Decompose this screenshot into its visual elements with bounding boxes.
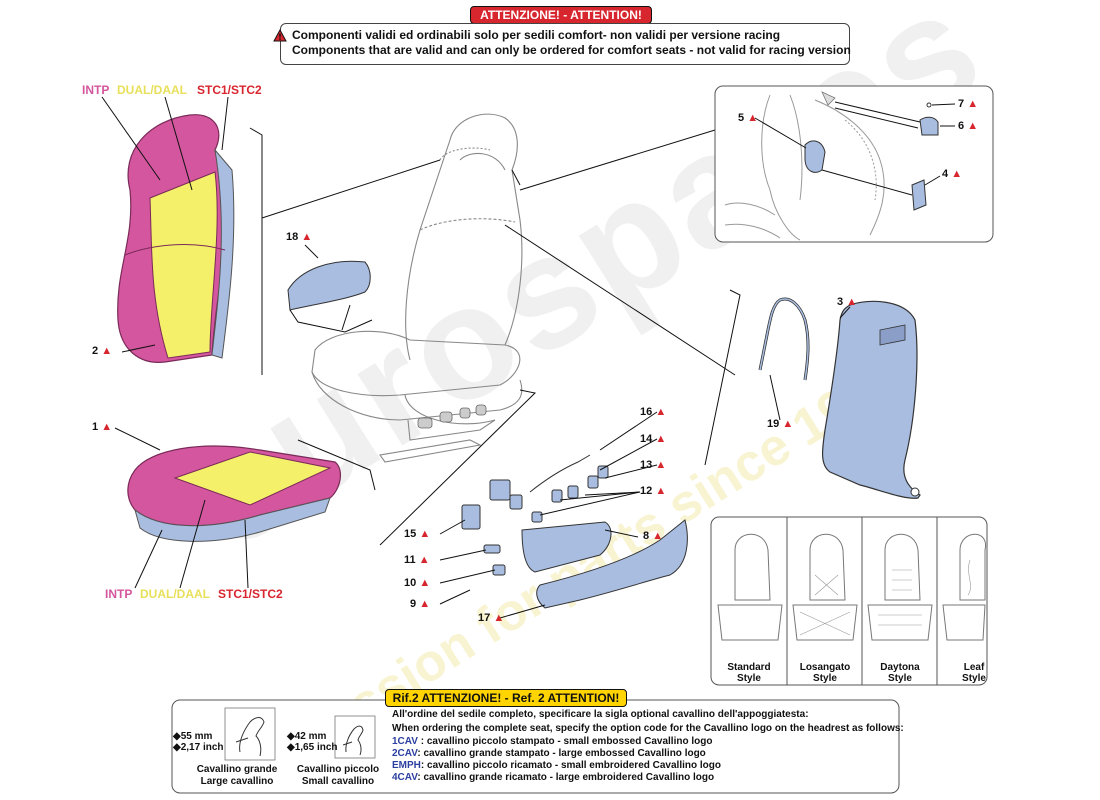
- seat-controls: [417, 404, 487, 429]
- callout-14: 14 ▲: [640, 433, 667, 445]
- ref2-code-3: EMPH: cavallino piccolo ricamato - small…: [392, 760, 721, 771]
- styles-box: [710, 516, 988, 686]
- small-dim-mm: ◆42 mm: [287, 731, 327, 742]
- legend-intp-backrest: INTP: [82, 83, 110, 97]
- attention-title: ATTENZIONE! - ATTENTION!: [470, 6, 652, 24]
- cushion-cover: [127, 445, 342, 542]
- large-dim-in: ◆2,17 inch: [173, 742, 224, 753]
- backrest-shell: [822, 300, 921, 499]
- legend-dual-cushion: DUAL/DAAL: [140, 587, 210, 601]
- detail-box: [714, 85, 994, 243]
- legend-intp-cushion: INTP: [105, 587, 133, 601]
- callout-3: 3 ▲: [837, 296, 858, 308]
- callout-4: 4 ▲: [942, 168, 963, 180]
- attention-text-en: Components that are valid and can only b…: [292, 43, 851, 57]
- callout-11: 11 ▲: [404, 554, 430, 566]
- callout-10: 10 ▲: [404, 577, 431, 589]
- callout-6: 6 ▲: [958, 120, 979, 132]
- callout-17: 17 ▲: [478, 612, 505, 624]
- ref2-title: Rif.2 ATTENZIONE! - Ref. 2 ATTENTION!: [385, 689, 627, 707]
- callout-15: 15 ▲: [404, 528, 431, 540]
- backrest-cover: [117, 114, 235, 363]
- switch-parts: [461, 454, 688, 609]
- callout-13: 13 ▲: [640, 459, 667, 471]
- attention-text-it: Componenti validi ed ordinabili solo per…: [292, 28, 781, 42]
- ref2-code-1: 1CAV : cavallino piccolo stampato - smal…: [392, 736, 713, 747]
- ref2-code-2: 2CAV: cavallino grande stampato - large …: [392, 748, 706, 759]
- seat-outline: [311, 113, 523, 463]
- cavallino-logo-large: [235, 717, 265, 757]
- headrest-pad: [287, 260, 371, 311]
- ref2-intro-it: All'ordine del sedile completo, specific…: [392, 709, 809, 720]
- ref2-intro-en: When ordering the complete seat, specify…: [392, 723, 904, 734]
- legend-dual-backrest: DUAL/DAAL: [117, 83, 187, 97]
- legend-stc-cushion: STC1/STC2: [218, 587, 283, 601]
- callout-9: 9 ▲: [410, 598, 431, 610]
- legend-stc-backrest: STC1/STC2: [197, 83, 262, 97]
- attention-notice: [280, 23, 850, 65]
- callout-12: 12 ▲: [640, 485, 667, 497]
- callout-7: 7 ▲: [958, 98, 979, 110]
- callout-2: 2 ▲: [92, 345, 113, 357]
- callout-19: 19 ▲: [767, 418, 794, 430]
- callout-16: 16 ▲: [640, 406, 667, 418]
- callout-8: 8 ▲: [643, 530, 664, 542]
- callout-18: 18 ▲: [286, 231, 313, 243]
- callout-5: 5 ▲: [738, 112, 759, 124]
- warning-icon: [273, 29, 287, 42]
- small-dim-in: ◆1,65 inch: [287, 742, 338, 753]
- large-dim-mm: ◆55 mm: [173, 731, 213, 742]
- callout-1: 1 ▲: [92, 421, 113, 433]
- ref2-code-4: 4CAV: cavallino grande ricamato - large …: [392, 772, 715, 783]
- cavallino-logo-small: [342, 725, 364, 756]
